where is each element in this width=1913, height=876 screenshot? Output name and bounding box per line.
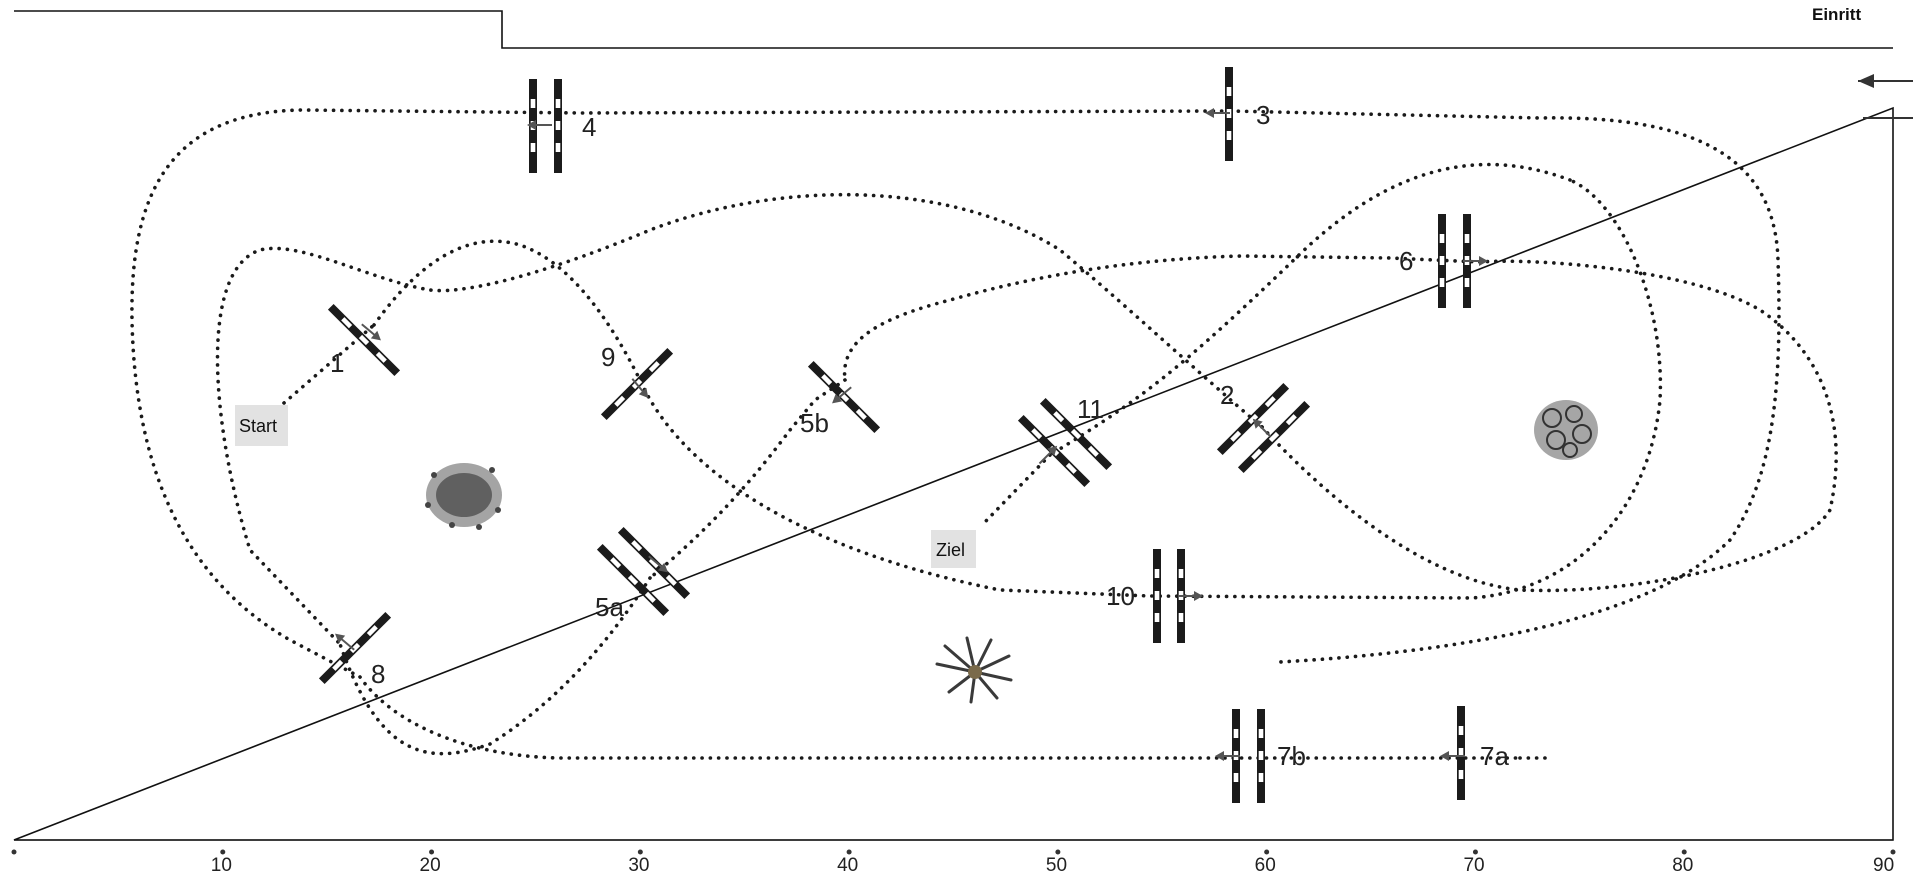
obstacle-10[interactable]: 10 [1106,549,1204,643]
scale-tick-label: 30 [628,855,649,876]
obstacle-8[interactable]: 8 [318,611,392,689]
arena-border [13,10,1894,841]
obstacle-2[interactable]: 2 [1216,380,1311,474]
scale-tick-label: 70 [1463,855,1484,876]
entrance-marker: Einritt [1812,5,1913,119]
scale-tick-label: 60 [1255,855,1276,876]
scale-tick-mark [11,849,17,855]
scale-tick-mark [429,849,435,855]
obstacle-11[interactable]: 11 [1017,394,1113,488]
scale-tick-label: 40 [837,855,858,876]
obstacle-5b[interactable]: 5b [800,360,881,438]
obstacle-5a-label: 5a [595,592,624,622]
obstacle-2-label: 2 [1220,380,1234,410]
start-tag: Start [235,405,288,446]
obstacle-3-label: 3 [1256,100,1270,130]
obstacle-8-label: 8 [371,659,385,689]
scale-tick-mark [637,849,643,855]
scale-tick-mark [1055,849,1061,855]
obstacle-7b-label: 7b [1277,741,1306,771]
obstacle-1[interactable]: 1 [327,303,401,378]
entrance-arrow-icon [1858,74,1874,88]
shrub-icon [1534,400,1598,460]
obstacle-10-label: 10 [1106,581,1135,611]
scale-tick-mark [1264,849,1270,855]
obstacle-4[interactable]: 4 [526,79,596,173]
scale-tick-label: 50 [1046,855,1067,876]
scale-tick-label: 80 [1672,855,1693,876]
obstacle-4-label: 4 [582,112,596,142]
scale-tick-label: 10 [211,855,232,876]
obstacle-5a[interactable]: 5a [595,526,691,622]
entrance-label: Einritt [1812,5,1861,24]
scale-tick-mark [1890,849,1896,855]
scale-tick-mark [1681,849,1687,855]
course-route [130,108,1838,760]
finish-tag: Ziel [931,530,976,568]
scale-tick-mark [1472,849,1478,855]
obstacle-1-label: 1 [330,348,344,378]
obstacle-9-label: 9 [601,342,615,372]
flower-bed-icon [425,463,502,530]
obstacle-7a[interactable]: 7a [1439,706,1509,800]
finish-label: Ziel [936,540,965,560]
palm-plant-icon [935,636,1013,704]
obstacle-3[interactable]: 3 [1204,67,1270,161]
obstacle-7a-label: 7a [1480,741,1509,771]
obstacle-7b[interactable]: 7b [1214,709,1306,803]
start-label: Start [239,416,277,436]
obstacle-6[interactable]: 6 [1399,214,1489,308]
scale-axis: 10 20 30 40 50 60 70 80 90 [11,839,1896,876]
scale-tick-label: 90 [1873,855,1894,876]
scale-tick-mark [220,849,226,855]
obstacle-6-label: 6 [1399,246,1413,276]
scale-tick-label: 20 [420,855,441,876]
obstacle-11-label: 11 [1077,394,1104,424]
obstacle-5b-label: 5b [800,408,829,438]
scale-tick-mark [846,849,852,855]
obstacle-9[interactable]: 9 [600,342,674,421]
